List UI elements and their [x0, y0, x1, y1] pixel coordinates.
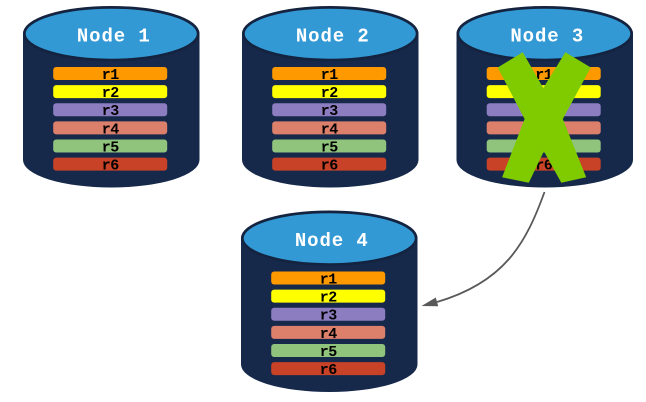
svg-text:r3: r3	[320, 308, 338, 325]
svg-text:r5: r5	[102, 139, 120, 156]
svg-text:r4: r4	[321, 121, 339, 138]
svg-text:r5: r5	[321, 139, 339, 156]
svg-text:r6: r6	[321, 158, 339, 175]
svg-text:r3: r3	[102, 103, 120, 120]
svg-text:r1: r1	[320, 271, 338, 288]
svg-text:r4: r4	[102, 121, 120, 138]
svg-text:r5: r5	[320, 344, 338, 361]
svg-text:r4: r4	[320, 326, 338, 343]
svg-text:r2: r2	[102, 85, 120, 102]
svg-text:Node 2: Node 2	[296, 26, 370, 48]
svg-text:Node 1: Node 1	[77, 26, 151, 48]
svg-text:Node 4: Node 4	[295, 230, 369, 252]
svg-text:Node 3: Node 3	[510, 26, 584, 48]
svg-text:r1: r1	[102, 67, 120, 84]
svg-text:r2: r2	[320, 290, 338, 307]
svg-text:r6: r6	[102, 158, 120, 175]
svg-text:r6: r6	[535, 158, 553, 175]
svg-text:r3: r3	[321, 103, 339, 120]
svg-text:r6: r6	[320, 362, 338, 379]
svg-text:r1: r1	[321, 67, 339, 84]
svg-text:r2: r2	[321, 85, 339, 102]
